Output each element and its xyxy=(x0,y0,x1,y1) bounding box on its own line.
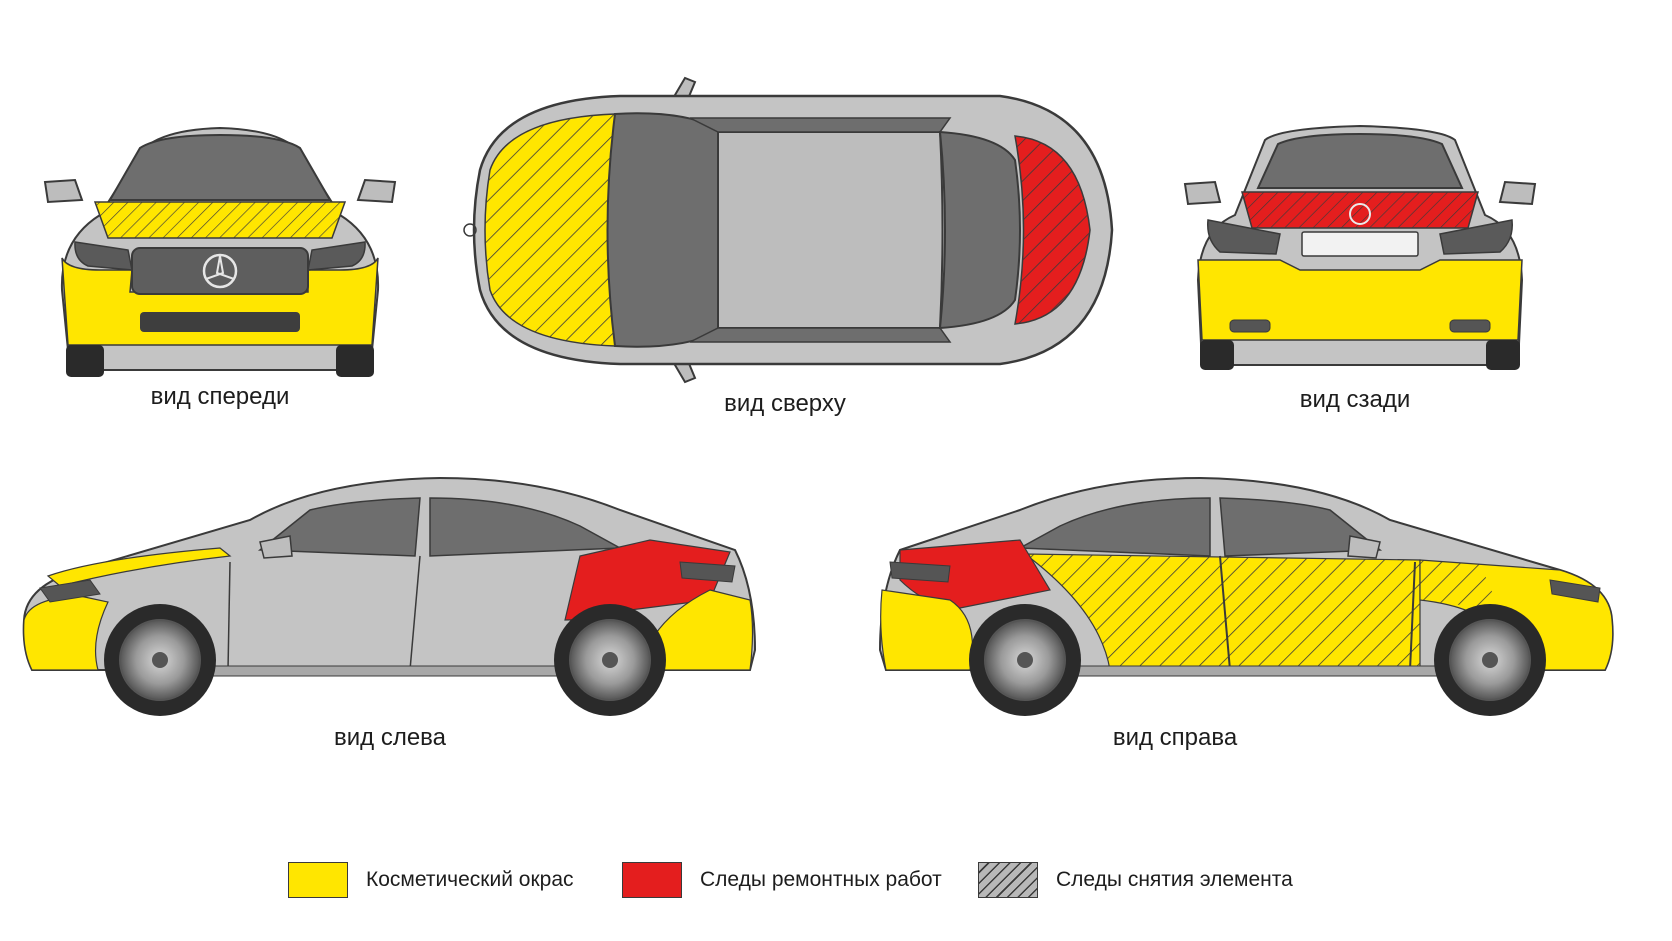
legend-item-cosmetic: Косметический окрас xyxy=(288,860,574,900)
legend-swatch-cosmetic xyxy=(288,862,348,898)
legend-label-cosmetic: Косметический окрас xyxy=(366,868,574,891)
legend-swatch-repair xyxy=(622,862,682,898)
right-window-rear xyxy=(1017,497,1211,557)
top-view xyxy=(440,70,1130,390)
right-mirror xyxy=(1347,535,1381,559)
rear-mirror-right xyxy=(1498,180,1537,206)
rear-exhaust-right xyxy=(1449,319,1491,333)
rear-mirror-left xyxy=(1183,180,1222,206)
right-taillight xyxy=(889,561,951,583)
front-tire-left xyxy=(66,345,104,377)
right-view xyxy=(860,470,1620,730)
front-view xyxy=(40,120,400,380)
legend-label-removed: Следы снятия элемента xyxy=(1056,868,1293,891)
left-window-rear xyxy=(429,497,623,557)
rear-taillight-right xyxy=(1439,219,1513,255)
front-hood-removed xyxy=(95,202,345,238)
top-windshield xyxy=(606,112,719,348)
right-window-front xyxy=(1219,497,1383,557)
legend-item-removed: Следы снятия элемента xyxy=(978,860,1293,900)
left-view-caption: вид слева xyxy=(333,724,447,751)
front-tire-right xyxy=(336,345,374,377)
front-grille xyxy=(131,247,309,295)
top-roof xyxy=(717,131,944,329)
rear-tire-right xyxy=(1486,340,1520,370)
front-lower-intake xyxy=(140,312,300,332)
top-rear-window xyxy=(938,130,1021,330)
right-fender-removed xyxy=(1420,560,1500,610)
rear-emblem xyxy=(1349,203,1371,225)
right-headlight xyxy=(1549,579,1601,603)
legend: Косметический окрас Следы ремонтных рабо… xyxy=(0,860,1672,900)
legend-label-repair: Следы ремонтных работ xyxy=(700,868,942,891)
front-view-caption: вид спереди xyxy=(150,383,290,410)
front-emblem xyxy=(202,253,238,289)
front-headlight-left xyxy=(74,241,133,271)
rear-window xyxy=(1256,132,1464,189)
rear-taillight-left xyxy=(1207,219,1281,255)
left-headlight xyxy=(39,579,101,603)
legend-item-repair: Следы ремонтных работ xyxy=(622,860,942,900)
front-headlight-right xyxy=(307,241,366,271)
left-hood-cosmetic xyxy=(46,547,232,587)
rear-view xyxy=(1180,120,1540,380)
front-mirror-left xyxy=(43,178,84,204)
rear-license-plate xyxy=(1301,231,1419,257)
left-window-front xyxy=(257,497,421,557)
front-mirror-right xyxy=(356,178,397,204)
top-trunk-removed xyxy=(1015,136,1090,324)
left-taillight xyxy=(679,561,736,583)
rear-bumper-cosmetic xyxy=(1197,259,1523,341)
left-view xyxy=(20,470,760,730)
top-hood-removed xyxy=(485,114,615,346)
left-front-cosmetic xyxy=(23,595,109,671)
rear-trunk-removed xyxy=(1242,192,1478,228)
front-windshield xyxy=(108,133,332,201)
rear-view-caption: вид сзади xyxy=(1299,386,1411,413)
legend-swatch-removed xyxy=(978,862,1038,898)
right-view-caption: вид справа xyxy=(1112,724,1238,751)
top-view-caption: вид сверху xyxy=(724,390,846,417)
left-mirror xyxy=(259,535,293,559)
top-emblem xyxy=(463,223,477,237)
rear-tire-left xyxy=(1200,340,1234,370)
rear-exhaust-left xyxy=(1229,319,1271,333)
right-doors-removed xyxy=(1025,554,1420,670)
